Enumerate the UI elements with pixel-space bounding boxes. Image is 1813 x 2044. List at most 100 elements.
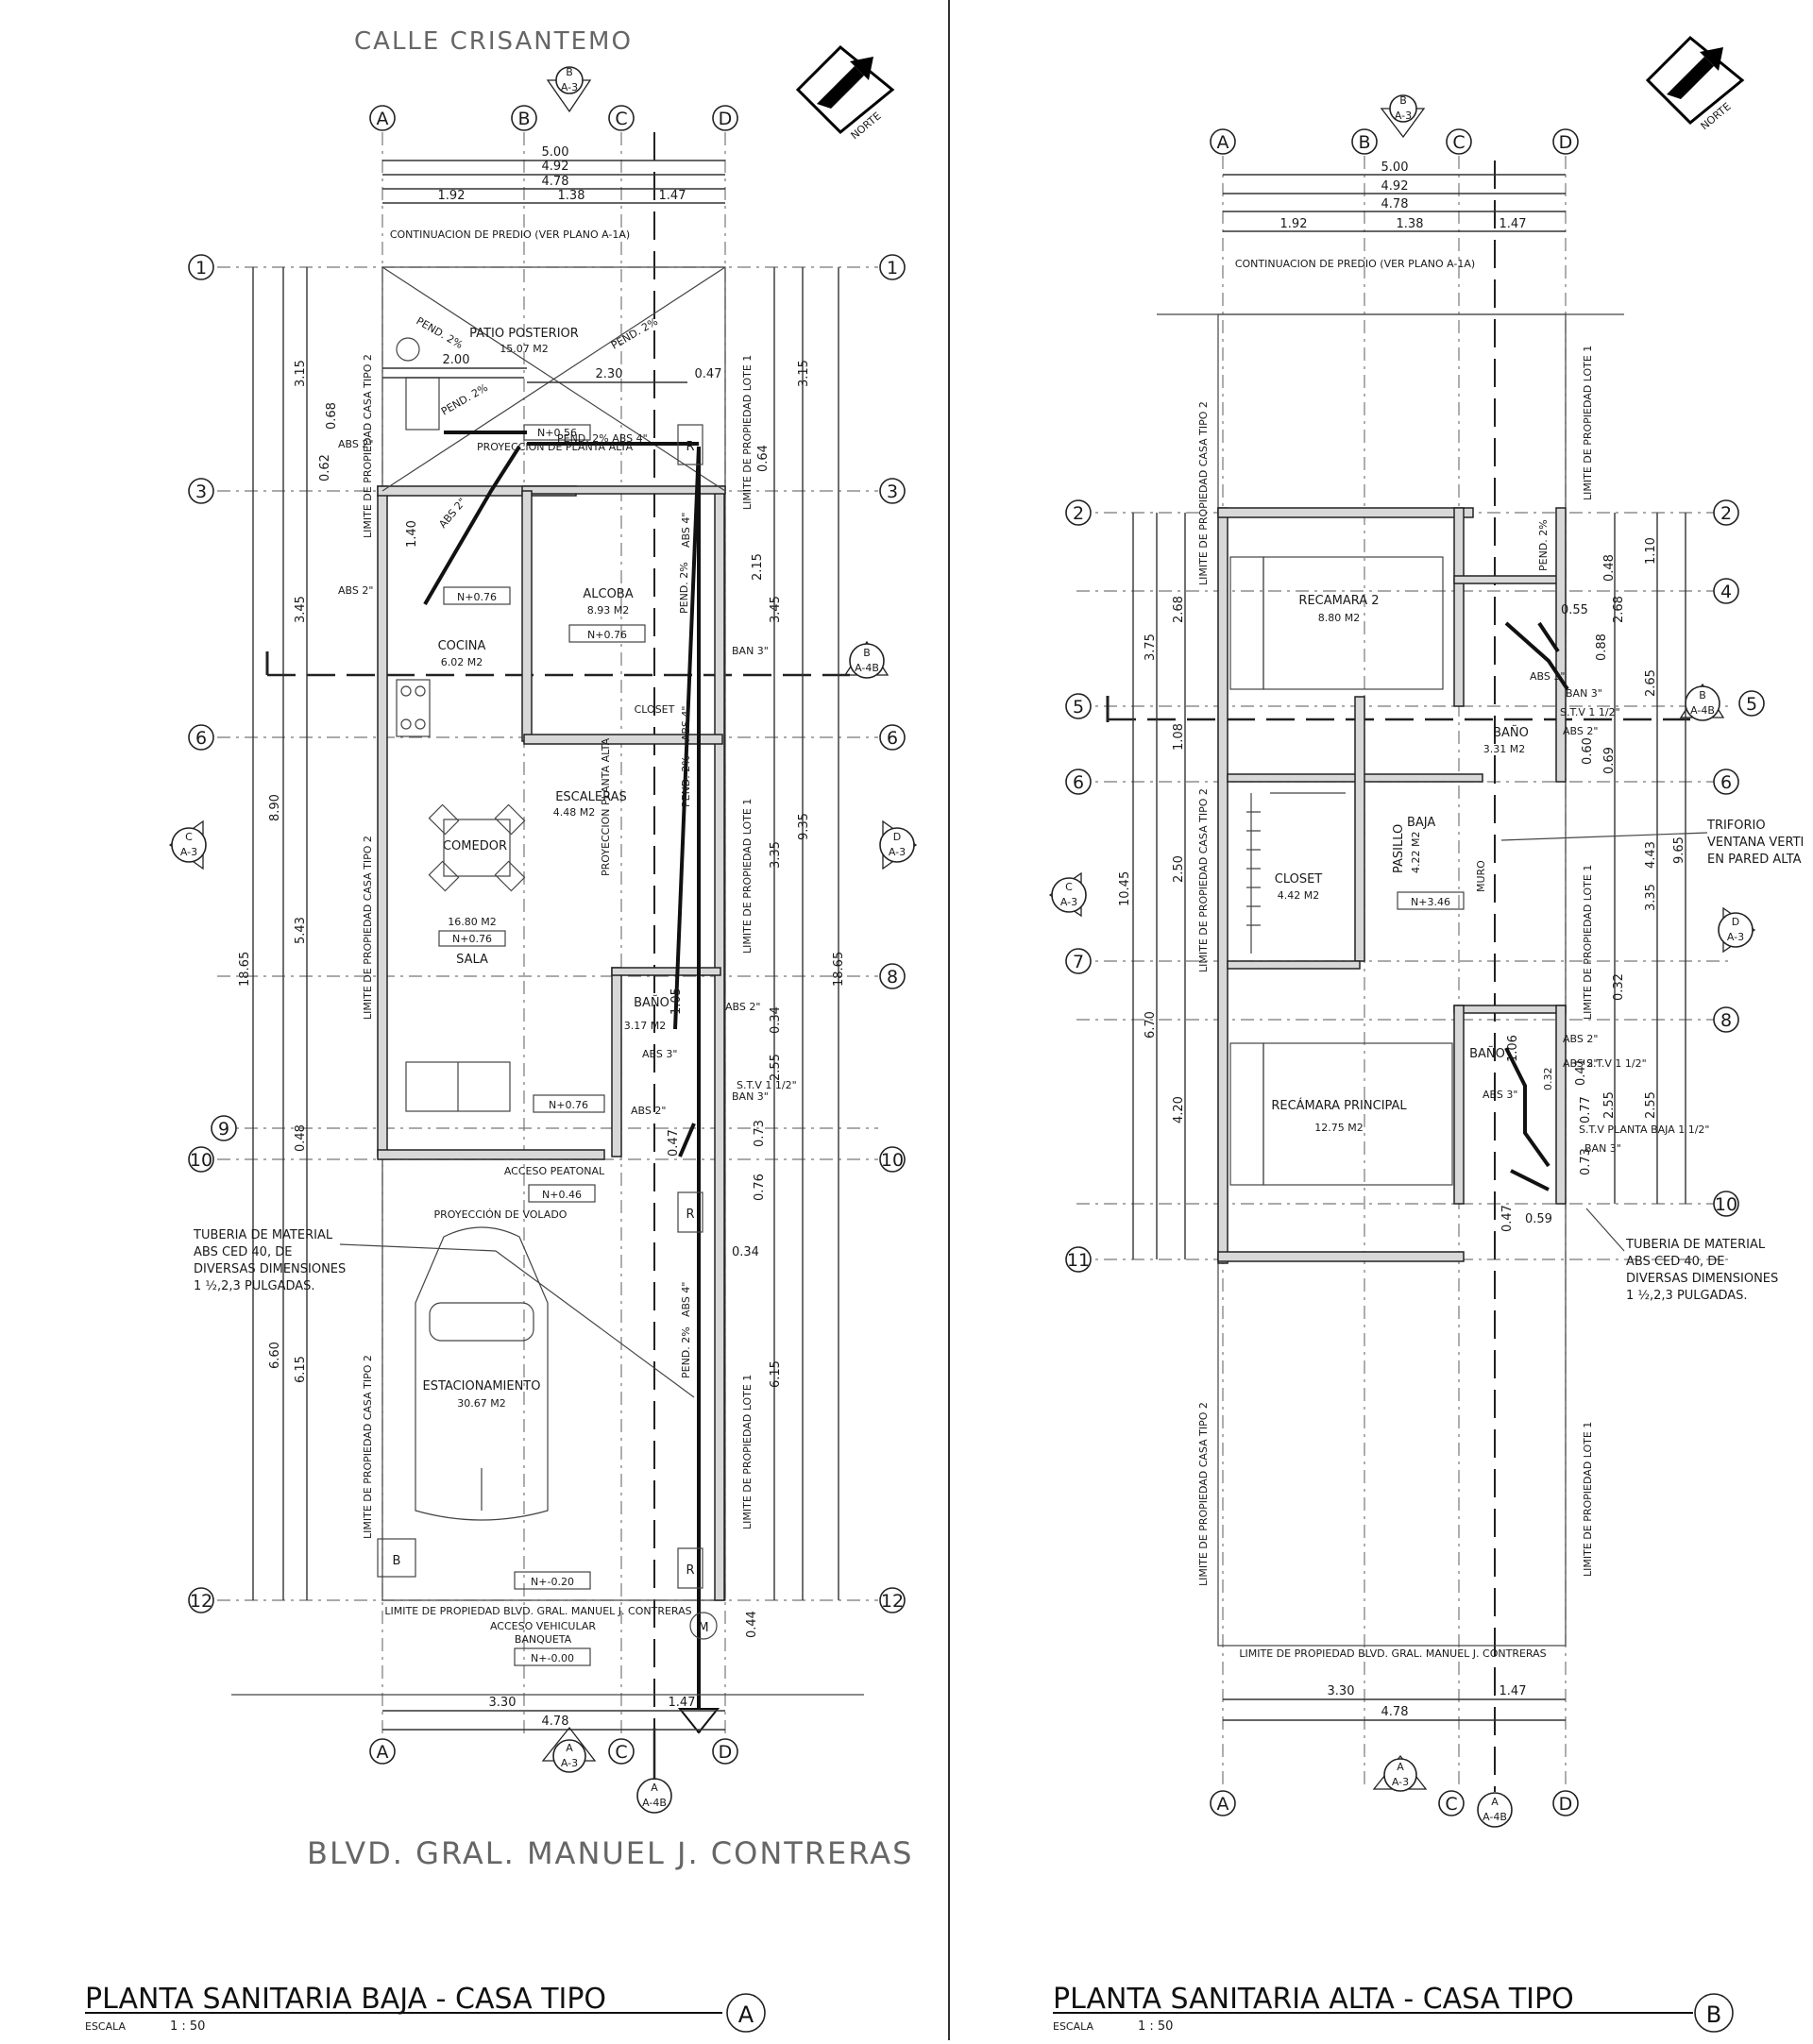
svg-text:ABS 4": ABS 4" bbox=[680, 1282, 692, 1317]
street-top-label: CALLE CRISANTEMO bbox=[354, 27, 633, 56]
svg-text:4.92: 4.92 bbox=[542, 160, 569, 174]
svg-text:12: 12 bbox=[881, 1591, 904, 1612]
svg-text:ABS 2": ABS 2" bbox=[631, 1105, 666, 1117]
svg-text:4.20: 4.20 bbox=[1172, 1096, 1186, 1123]
svg-text:DIVERSAS DIMENSIONES: DIVERSAS DIMENSIONES bbox=[1626, 1272, 1778, 1286]
svg-text:ABS 3": ABS 3" bbox=[1530, 670, 1565, 683]
svg-text:18.65: 18.65 bbox=[238, 952, 252, 987]
plan-b-title: PLANTA SANITARIA ALTA - CASA TIPO bbox=[1053, 1983, 1574, 2016]
svg-text:6.15: 6.15 bbox=[294, 1356, 308, 1383]
svg-text:2.15: 2.15 bbox=[751, 553, 765, 581]
svg-text:ESCALA: ESCALA bbox=[1053, 2020, 1094, 2033]
svg-text:PEND. 2%: PEND. 2% bbox=[1537, 519, 1550, 571]
dining-table-icon bbox=[428, 803, 526, 892]
svg-text:BAN 3": BAN 3" bbox=[1584, 1142, 1621, 1155]
section-marker-a-bottom: A A-3 bbox=[541, 1726, 597, 1773]
svg-text:N+0.76: N+0.76 bbox=[457, 591, 497, 603]
svg-text:A: A bbox=[651, 1782, 658, 1794]
svg-text:16.80 M2: 16.80 M2 bbox=[448, 916, 496, 928]
svg-text:0.34: 0.34 bbox=[769, 1006, 783, 1034]
svg-text:LIMITE DE PROPIEDAD CASA TIPO: LIMITE DE PROPIEDAD CASA TIPO 2 bbox=[362, 1355, 374, 1539]
svg-text:3.31 M2: 3.31 M2 bbox=[1483, 743, 1525, 755]
svg-text:15.07 M2: 15.07 M2 bbox=[500, 343, 548, 355]
svg-text:1: 1 bbox=[887, 258, 898, 279]
svg-text:10.45: 10.45 bbox=[1118, 871, 1132, 906]
svg-text:R: R bbox=[686, 1563, 694, 1578]
svg-text:0.68: 0.68 bbox=[325, 402, 339, 430]
car-icon bbox=[415, 1226, 549, 1521]
svg-text:B: B bbox=[517, 109, 530, 129]
svg-text:ACCESO PEATONAL: ACCESO PEATONAL bbox=[504, 1165, 605, 1177]
pipe-material-note-b: TUBERIA DE MATERIAL ABS CED 40, DE DIVER… bbox=[1585, 1208, 1778, 1303]
svg-text:8.90: 8.90 bbox=[268, 794, 282, 821]
svg-text:C: C bbox=[1445, 1794, 1457, 1815]
section-marker-b-top: B A-3 bbox=[546, 66, 592, 113]
svg-text:C: C bbox=[1452, 132, 1465, 153]
svg-text:1.40: 1.40 bbox=[405, 520, 419, 548]
section-marker-a-bottom-right: A A-4B bbox=[636, 1778, 672, 1814]
section-marker-a-bottom: A A-3 A A-4B bbox=[1372, 1754, 1513, 1828]
svg-text:CLOSET: CLOSET bbox=[635, 703, 675, 716]
svg-text:0.47: 0.47 bbox=[695, 367, 722, 381]
svg-text:N+0.76: N+0.76 bbox=[587, 629, 627, 641]
svg-text:6: 6 bbox=[195, 728, 207, 749]
svg-text:0.34: 0.34 bbox=[732, 1245, 759, 1259]
drain-kitchen-pipe bbox=[423, 445, 521, 606]
plan-a-title: PLANTA SANITARIA BAJA - CASA TIPO bbox=[85, 1983, 606, 2016]
svg-text:PEND. 2%: PEND. 2% bbox=[609, 315, 660, 352]
svg-text:SALA: SALA bbox=[456, 953, 488, 967]
svg-text:N+-0.20: N+-0.20 bbox=[531, 1576, 574, 1588]
svg-text:8.93 M2: 8.93 M2 bbox=[587, 604, 629, 617]
svg-text:4.42 M2: 4.42 M2 bbox=[1278, 889, 1319, 902]
plan-upper-floor: NORTE A B C D A C D 2 2 4 5 bbox=[1048, 35, 1804, 2034]
svg-text:B: B bbox=[863, 647, 871, 659]
svg-text:N+0.76: N+0.76 bbox=[549, 1099, 588, 1111]
svg-text:CONTINUACION DE PREDIO (VER PL: CONTINUACION DE PREDIO (VER PLANO A-1A) bbox=[390, 228, 630, 241]
svg-text:PROYECCION DE PLANTA ALTA: PROYECCION DE PLANTA ALTA bbox=[477, 441, 634, 453]
plan-ground-floor: CALLE CRISANTEMO NORTE A B C D A C D 1 bbox=[85, 27, 918, 2034]
svg-text:LIMITE DE PROPIEDAD BLVD. GRAL: LIMITE DE PROPIEDAD BLVD. GRAL. MANUEL J… bbox=[1239, 1647, 1546, 1660]
svg-text:4.43: 4.43 bbox=[1644, 841, 1658, 869]
svg-text:A-4B: A-4B bbox=[642, 1797, 667, 1809]
svg-text:0.76: 0.76 bbox=[753, 1174, 767, 1201]
svg-text:C: C bbox=[1065, 881, 1073, 893]
svg-text:11: 11 bbox=[1067, 1250, 1090, 1271]
svg-text:0.47: 0.47 bbox=[1500, 1205, 1515, 1232]
svg-text:BAN 3": BAN 3" bbox=[1566, 687, 1602, 700]
svg-text:BAN 3": BAN 3" bbox=[732, 645, 769, 657]
bed-icon bbox=[1229, 556, 1444, 690]
svg-text:D: D bbox=[719, 109, 733, 129]
svg-text:30.67 M2: 30.67 M2 bbox=[457, 1397, 505, 1410]
svg-text:C: C bbox=[615, 109, 627, 129]
grid-bubble-col-d-bottom: D bbox=[712, 1738, 738, 1765]
svg-text:C: C bbox=[185, 831, 193, 843]
svg-text:EN PARED ALTA: EN PARED ALTA bbox=[1707, 853, 1802, 867]
svg-text:A-3: A-3 bbox=[889, 846, 906, 858]
triforio-note: TRIFORIO VENTANA VERTI EN PARED ALTA bbox=[1500, 819, 1804, 867]
svg-text:LIMITE DE PROPIEDAD LOTE 1: LIMITE DE PROPIEDAD LOTE 1 bbox=[1582, 346, 1594, 500]
svg-text:2.00: 2.00 bbox=[443, 353, 470, 367]
left-dimensions-b: 3.75 2.68 1.08 2.50 10.45 6.70 4.20 bbox=[1118, 513, 1186, 1259]
svg-text:6: 6 bbox=[1073, 772, 1084, 793]
svg-text:B: B bbox=[566, 66, 573, 78]
svg-text:5.00: 5.00 bbox=[1381, 160, 1409, 175]
svg-text:3.35: 3.35 bbox=[769, 841, 783, 869]
svg-text:10: 10 bbox=[881, 1150, 904, 1171]
svg-text:2: 2 bbox=[1073, 503, 1084, 524]
svg-text:ABS 2": ABS 2" bbox=[1563, 1057, 1598, 1070]
svg-text:A-4B: A-4B bbox=[855, 662, 879, 674]
section-marker-d-right: D A-3 bbox=[879, 819, 918, 870]
svg-text:1.47: 1.47 bbox=[669, 1696, 696, 1710]
svg-text:3.45: 3.45 bbox=[769, 596, 783, 623]
svg-text:4.78: 4.78 bbox=[1381, 1705, 1409, 1719]
svg-text:4.78: 4.78 bbox=[542, 175, 569, 189]
svg-text:0.69: 0.69 bbox=[1602, 747, 1617, 774]
svg-text:MURO: MURO bbox=[1475, 860, 1487, 892]
svg-text:D: D bbox=[1732, 916, 1739, 928]
svg-text:COCINA: COCINA bbox=[438, 639, 486, 653]
svg-text:A-3: A-3 bbox=[561, 1757, 578, 1769]
svg-text:ESCALA: ESCALA bbox=[85, 2020, 127, 2033]
svg-text:1.10: 1.10 bbox=[1644, 537, 1658, 565]
svg-text:D: D bbox=[1559, 132, 1573, 153]
svg-text:CONTINUACION DE PREDIO (VER PL: CONTINUACION DE PREDIO (VER PLANO A-1A) bbox=[1235, 258, 1475, 270]
